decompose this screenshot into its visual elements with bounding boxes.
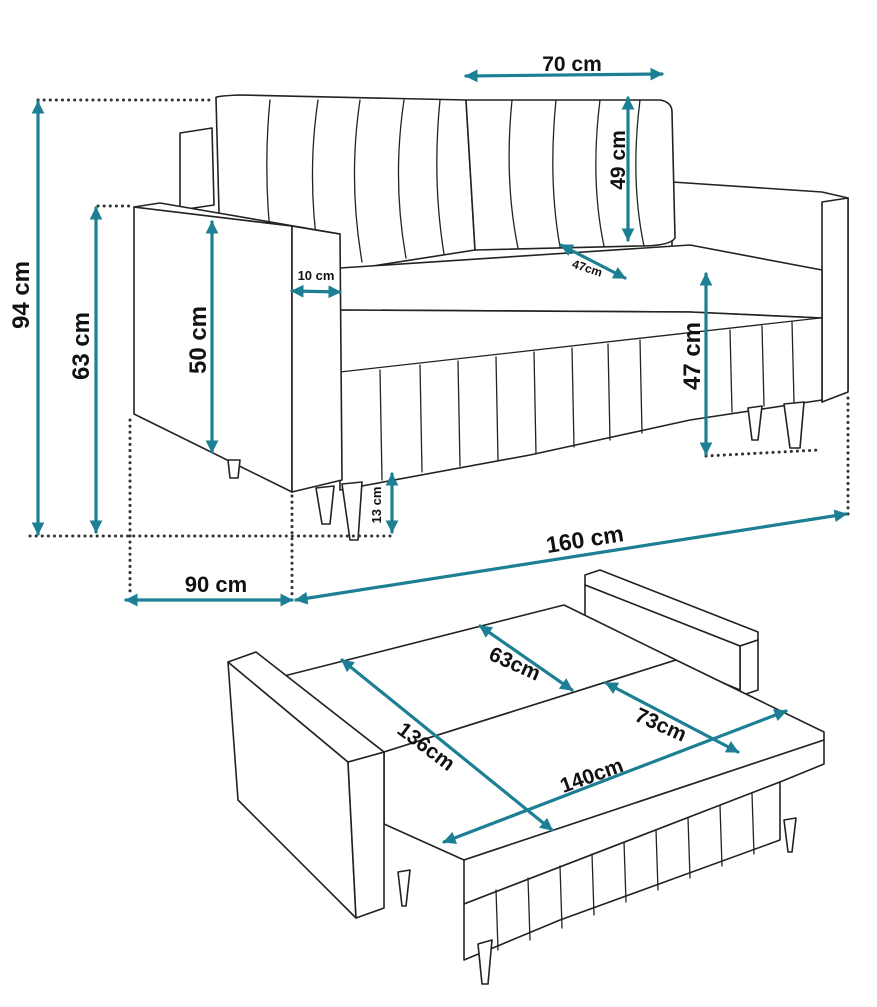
- label-total-width: 160 cm: [544, 520, 625, 558]
- label-arm-inner: 50 cm: [185, 306, 212, 374]
- sofa-closed: [133, 94, 849, 541]
- left-back-post: [179, 127, 215, 211]
- bed-leg-front: [477, 939, 493, 985]
- label-cushion-height: 49 cm: [607, 130, 630, 190]
- dim-bed-depth-back: [478, 624, 574, 692]
- leg-front-mid: [341, 481, 363, 541]
- label-seat-height: 47 cm: [679, 322, 706, 390]
- label-backrest-width: 70 cm: [542, 53, 602, 76]
- leg-front-left: [315, 485, 335, 525]
- leg-front-right: [783, 401, 805, 449]
- dim-cushion-depth: [559, 243, 627, 280]
- dim-arm-width: [290, 284, 342, 299]
- right-arm-front: [821, 197, 849, 403]
- label-leg-height: 13 cm: [369, 487, 384, 524]
- left-arm-top: [133, 202, 341, 235]
- label-arm-height: 63 cm: [68, 312, 95, 380]
- label-total-height: 94 cm: [8, 261, 35, 329]
- dim-bed-length-front: [442, 709, 788, 844]
- front-rail: [339, 309, 823, 491]
- dim-backrest-width: [464, 67, 664, 83]
- bed-leg-left: [397, 869, 411, 907]
- label-arm-width: 10 cm: [298, 268, 335, 283]
- front-rail-ribs: [379, 321, 795, 481]
- leg-back-right: [747, 405, 763, 441]
- dim-total-width: [294, 509, 848, 605]
- bed-leg-right: [783, 817, 797, 853]
- left-arm-front: [291, 225, 343, 493]
- dimension-lines-top: [31, 67, 848, 607]
- leg-back-left: [227, 459, 241, 479]
- label-depth: 90 cm: [185, 572, 247, 597]
- back-cushion-right: [465, 99, 676, 251]
- dimension-lines-bottom: [340, 624, 788, 844]
- sofa-bed-open: [227, 569, 825, 985]
